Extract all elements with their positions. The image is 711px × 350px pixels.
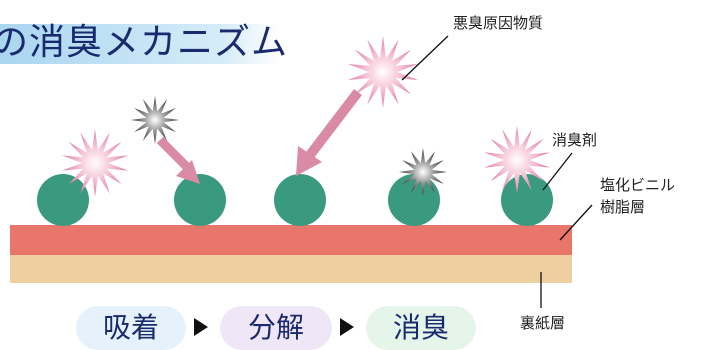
leader-line-deodorant (542, 152, 573, 191)
label-pvc-line2: 樹脂層 (600, 198, 646, 216)
leader-line-pvc (559, 204, 593, 241)
label-backing: 裏紙層 (520, 314, 566, 332)
step-arrow-icon (194, 318, 208, 336)
backing-layer (10, 253, 572, 283)
deodorant-ball (37, 174, 89, 226)
adsorption-arrow-small (156, 136, 200, 184)
malodor-particle (131, 96, 179, 144)
step-deodorization: 消臭 (366, 306, 476, 350)
leader-line-malodor (401, 35, 449, 81)
deodorant-ball (174, 174, 226, 226)
label-malodor: 悪臭原因物質 (453, 14, 544, 32)
deodorant-ball (501, 174, 553, 226)
deodorant-ball (388, 174, 440, 226)
pvc-resin-layer (10, 225, 572, 255)
title-highlight (0, 24, 280, 64)
step-adsorption: 吸着 (76, 306, 186, 350)
adsorption-arrow-large (296, 88, 362, 176)
malodor-particle (483, 126, 551, 194)
step-decomposition: 分解 (220, 306, 332, 350)
malodor-particle (347, 36, 419, 108)
deodorant-ball (274, 174, 326, 226)
step-arrow-icon (340, 318, 354, 336)
label-pvc-line1: 塩化ビニル (600, 176, 676, 194)
page-title: の消臭メカニズム (0, 22, 289, 63)
malodor-particle (61, 129, 129, 197)
malodor-particle (399, 148, 447, 196)
label-deodorant: 消臭剤 (552, 131, 598, 149)
